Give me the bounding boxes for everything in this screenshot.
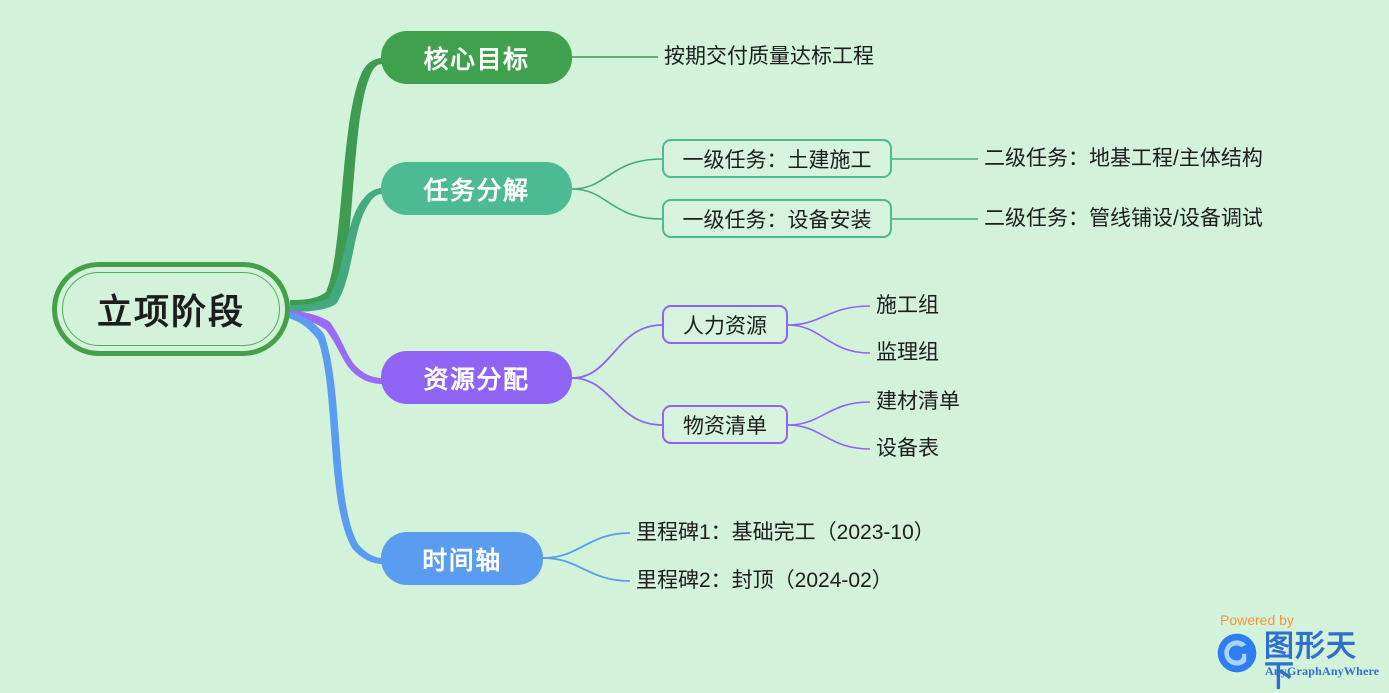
leaf-core-goal-detail[interactable]: 按期交付质量达标工程 <box>664 45 874 68</box>
leaf-equipment-table[interactable]: 设备表 <box>876 437 939 460</box>
wire-task-child2 <box>571 188 663 220</box>
leaf-building-materials-list[interactable]: 建材清单 <box>876 390 960 413</box>
brand-name-en: AnyGraphAnyWhere <box>1265 664 1380 678</box>
wire-time-leaf1 <box>542 532 631 559</box>
branch-node-label: 资源分配 <box>423 365 530 394</box>
wire-goods-leaf1 <box>787 401 871 426</box>
trunk-to-time <box>288 312 382 564</box>
leaf-construction-team[interactable]: 施工组 <box>876 294 939 317</box>
leaf-milestone-2[interactable]: 里程碑2：封顶（2024-02） <box>636 569 893 592</box>
wire-goods-leaf2 <box>787 424 871 450</box>
branch-node-core-goal[interactable]: 核心目标 <box>381 31 572 84</box>
powered-by-label: Powered by <box>1220 612 1294 628</box>
subnode-label: 物资清单 <box>683 414 767 438</box>
wire-time-leaf2 <box>542 557 631 582</box>
brand-name-cn: 图形天下 <box>1264 630 1357 693</box>
leaf-task-civil-detail[interactable]: 二级任务：地基工程/主体结构 <box>984 147 1263 170</box>
branch-node-resource-allocation[interactable]: 资源分配 <box>381 351 572 404</box>
root-node-label: 立项阶段 <box>96 292 245 332</box>
wire-task-child1 <box>571 158 663 190</box>
subnode-human-resources[interactable]: 人力资源 <box>662 305 788 344</box>
subnode-material-list[interactable]: 物资清单 <box>662 405 788 444</box>
wire-resource-child2 <box>571 377 663 426</box>
wire-hr-leaf1 <box>787 305 871 326</box>
subnode-label: 一级任务：土建施工 <box>682 148 872 172</box>
branch-node-label: 时间轴 <box>422 546 502 575</box>
trunk-to-task <box>290 188 382 312</box>
g-circle-logo-icon <box>1217 633 1257 673</box>
trunk-to-goal <box>290 58 382 308</box>
leaf-task-equipment-detail[interactable]: 二级任务：管线铺设/设备调试 <box>984 207 1263 230</box>
subnode-task-equipment[interactable]: 一级任务：设备安装 <box>662 199 892 238</box>
branch-node-task-breakdown[interactable]: 任务分解 <box>381 162 572 215</box>
leaf-milestone-1[interactable]: 里程碑1：基础完工（2023-10） <box>636 521 935 544</box>
watermark: Powered by 图形天下 AnyGraphAnyWhere <box>1216 612 1380 692</box>
branch-node-label: 任务分解 <box>423 176 530 205</box>
subnode-label: 一级任务：设备安装 <box>682 208 872 232</box>
branch-node-label: 核心目标 <box>423 45 530 74</box>
subnode-label: 人力资源 <box>683 314 767 338</box>
subnode-task-civil[interactable]: 一级任务：土建施工 <box>662 139 892 178</box>
branch-node-timeline[interactable]: 时间轴 <box>381 532 543 585</box>
wire-hr-leaf2 <box>787 324 871 354</box>
wire-resource-child1 <box>571 324 663 379</box>
trunk-to-resource <box>288 310 382 384</box>
root-node[interactable]: 立项阶段 <box>52 262 290 356</box>
leaf-supervision-team[interactable]: 监理组 <box>876 341 939 364</box>
